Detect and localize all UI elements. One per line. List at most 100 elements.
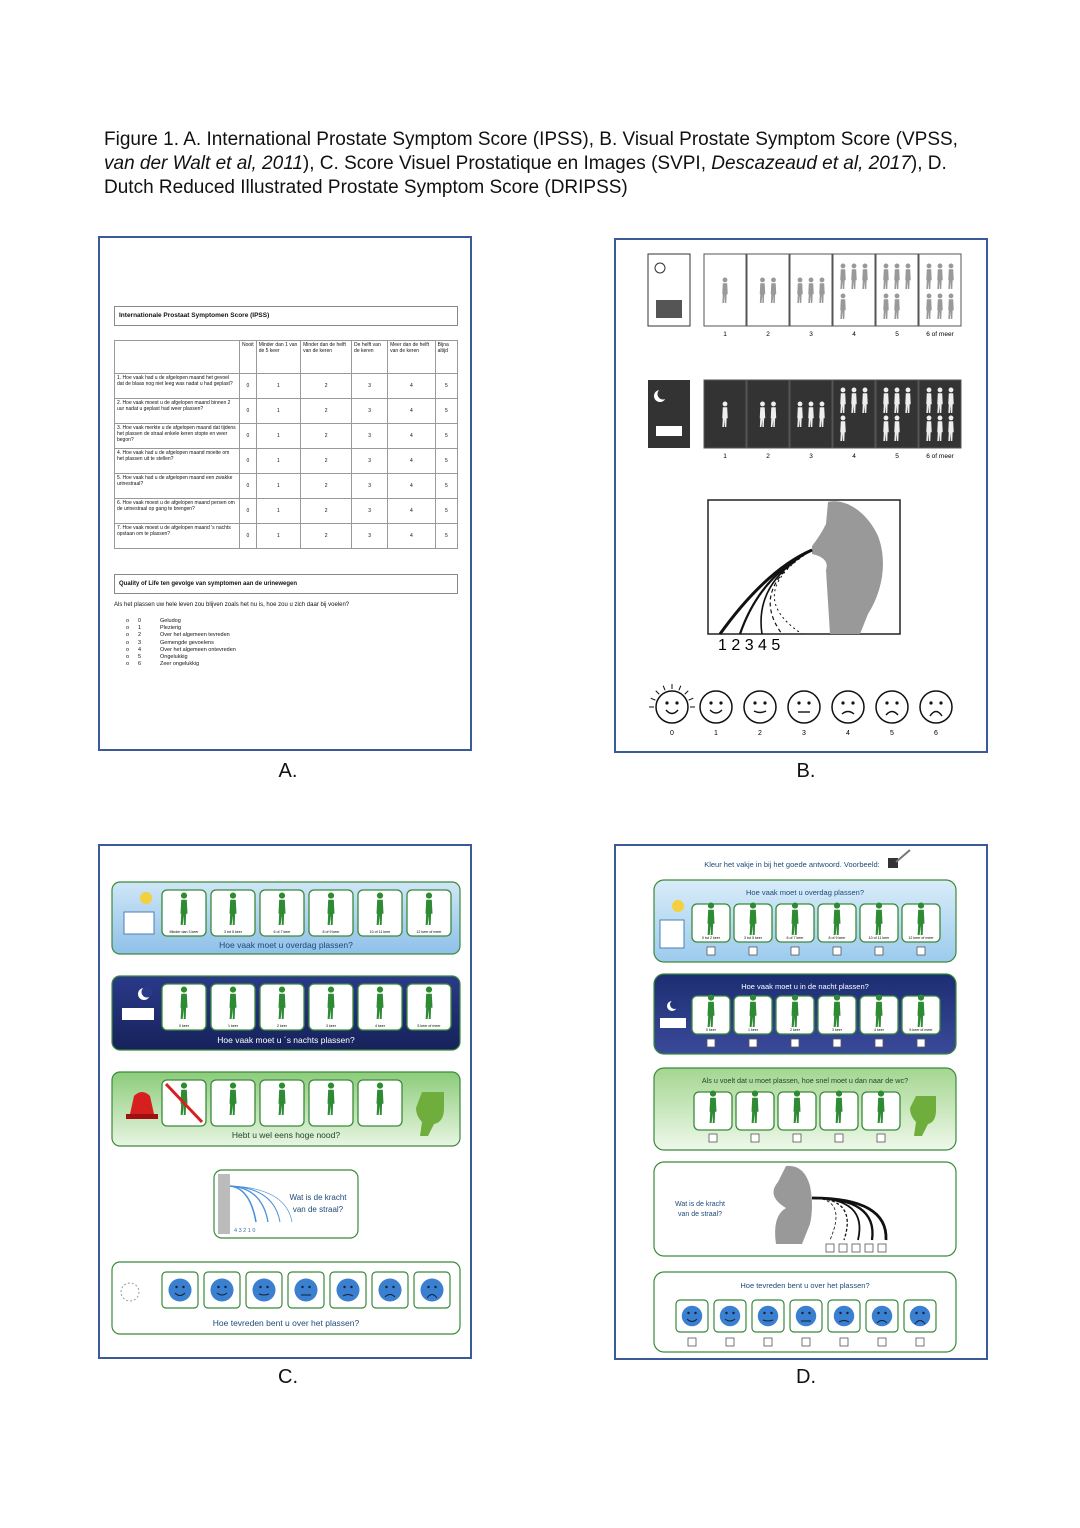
walking-man-icon bbox=[749, 902, 757, 935]
day-frequency-label: 4 bbox=[852, 331, 856, 338]
qol-radio-icon[interactable]: o bbox=[126, 625, 130, 632]
qol-option-number: 5 bbox=[138, 654, 142, 661]
qol-option-number: 3 bbox=[138, 639, 142, 646]
dripss-illustration: Kleur het vakje in bij het goede antwoor… bbox=[653, 849, 957, 1353]
choice-tile-label: 3 tot 5 keer bbox=[744, 936, 763, 940]
standing-man-icon bbox=[840, 293, 846, 319]
ipss-score-cell[interactable]: 3 bbox=[351, 523, 389, 549]
ipss-score-cell[interactable]: 1 bbox=[255, 423, 302, 449]
day-question-text: Hoe vaak moet u overdag plassen? bbox=[219, 940, 353, 950]
ipss-score-cell[interactable]: 5 bbox=[434, 498, 459, 524]
ipss-score-cell[interactable]: 4 bbox=[387, 398, 436, 424]
walking-man-icon bbox=[877, 1090, 885, 1123]
ipss-score-cell[interactable]: 4 bbox=[387, 448, 436, 474]
qol-radio-icon[interactable]: o bbox=[126, 639, 130, 646]
stream-line bbox=[774, 549, 813, 635]
ipss-score-cell[interactable]: 1 bbox=[255, 373, 302, 399]
ipss-score-cell[interactable]: 3 bbox=[351, 398, 389, 424]
ipss-score-cell[interactable]: 2 bbox=[300, 473, 353, 499]
walking-man-icon bbox=[875, 994, 883, 1027]
qol-radio-icon[interactable]: o bbox=[126, 618, 130, 624]
blue-face-icon bbox=[420, 1278, 444, 1302]
ipss-question-text: 6. Hoe vaak moest u de afgelopen maand p… bbox=[114, 498, 240, 524]
night-question-text: Hoe vaak moet u ´s nachts plassen? bbox=[217, 1035, 355, 1045]
night-frequency-label: 6 of meer bbox=[926, 453, 954, 460]
ipss-score-cell[interactable]: 5 bbox=[434, 473, 459, 499]
ipss-score-cell[interactable]: 2 bbox=[300, 423, 353, 449]
ipss-score-cell[interactable]: 2 bbox=[300, 398, 353, 424]
ipss-score-cell[interactable]: 0 bbox=[239, 373, 257, 399]
ipss-score-cell[interactable]: 5 bbox=[434, 398, 459, 424]
day-question-text: Hoe vaak moet u overdag plassen? bbox=[746, 888, 864, 897]
answer-checkbox bbox=[790, 1038, 800, 1048]
walking-man-icon bbox=[917, 994, 925, 1027]
ipss-score-cell[interactable]: 4 bbox=[387, 498, 436, 524]
ipss-score-cell[interactable]: 3 bbox=[351, 373, 389, 399]
day-frequency-label: 3 bbox=[809, 331, 813, 338]
face-icon bbox=[919, 690, 953, 724]
ipss-score-cell[interactable]: 5 bbox=[434, 448, 459, 474]
ipss-score-cell[interactable]: 3 bbox=[351, 473, 389, 499]
qol-option-number: 6 bbox=[138, 661, 142, 668]
qol-option-text: Ongelukkig bbox=[160, 654, 188, 661]
ipss-score-cell[interactable]: 2 bbox=[300, 523, 353, 549]
ipss-score-cell[interactable]: 1 bbox=[255, 473, 302, 499]
ipss-score-cell[interactable]: 1 bbox=[255, 523, 302, 549]
ipss-score-cell[interactable]: 3 bbox=[351, 448, 389, 474]
qol-radio-icon[interactable]: o bbox=[126, 661, 130, 668]
ipss-score-cell[interactable]: 0 bbox=[239, 523, 257, 549]
answer-checkbox bbox=[801, 1337, 811, 1347]
answer-checkbox bbox=[792, 1133, 802, 1143]
ipss-score-cell[interactable]: 5 bbox=[434, 373, 459, 399]
standing-man-icon bbox=[894, 293, 900, 319]
ipss-score-cell[interactable]: 5 bbox=[434, 423, 459, 449]
ipss-score-cell[interactable]: 2 bbox=[300, 373, 353, 399]
ipss-score-cell[interactable]: 3 bbox=[351, 423, 389, 449]
standing-man-icon bbox=[862, 387, 868, 413]
ipss-score-cell[interactable]: 2 bbox=[300, 498, 353, 524]
standing-man-icon bbox=[883, 415, 889, 441]
blue-face-icon bbox=[336, 1278, 360, 1302]
ipss-score-cell[interactable]: 0 bbox=[239, 423, 257, 449]
qol-radio-icon[interactable]: o bbox=[126, 632, 130, 639]
walking-man-icon bbox=[376, 892, 384, 925]
qol-radio-icon[interactable]: o bbox=[126, 646, 130, 653]
face-score-label: 4 bbox=[846, 730, 850, 737]
ipss-question-text: 7. Hoe vaak moest u de afgelopen maand '… bbox=[114, 523, 240, 549]
ipss-question-text: 2. Hoe vaak moest u de afgelopen maand b… bbox=[114, 398, 240, 424]
ipss-score-cell[interactable]: 3 bbox=[351, 498, 389, 524]
ipss-score-cell[interactable]: 4 bbox=[387, 523, 436, 549]
qol-option-number: 1 bbox=[138, 625, 142, 632]
answer-checkbox bbox=[706, 1038, 716, 1048]
ipss-score-cell[interactable]: 1 bbox=[255, 398, 302, 424]
ipss-score-cell[interactable]: 4 bbox=[387, 373, 436, 399]
standing-man-icon bbox=[948, 387, 954, 413]
ipss-score-cell[interactable]: 0 bbox=[239, 398, 257, 424]
ipss-score-cell[interactable]: 2 bbox=[300, 448, 353, 474]
answer-checkbox bbox=[874, 946, 884, 956]
man-silhouette-icon bbox=[812, 501, 883, 634]
ipss-score-cell[interactable]: 5 bbox=[434, 523, 459, 549]
satisfaction-question-text: Hoe tevreden bent u over het plassen? bbox=[213, 1318, 360, 1328]
pencil-icon bbox=[895, 849, 911, 863]
qol-radio-icon[interactable]: o bbox=[126, 654, 130, 661]
ipss-score-cell[interactable]: 1 bbox=[255, 498, 302, 524]
blue-face-icon bbox=[378, 1278, 402, 1302]
desk-worker-icon bbox=[123, 911, 155, 935]
stream-question-line-1: Wat is de kracht bbox=[289, 1193, 347, 1202]
ipss-score-cell[interactable]: 4 bbox=[387, 423, 436, 449]
qol-option[interactable]: o 5 Ongelukkig bbox=[126, 654, 236, 661]
ipss-score-cell[interactable]: 1 bbox=[255, 448, 302, 474]
ipss-score-cell[interactable]: 0 bbox=[239, 448, 257, 474]
ipss-score-cell[interactable]: 4 bbox=[387, 473, 436, 499]
ipss-score-cell[interactable]: 0 bbox=[239, 498, 257, 524]
ipss-score-cell[interactable]: 0 bbox=[239, 473, 257, 499]
